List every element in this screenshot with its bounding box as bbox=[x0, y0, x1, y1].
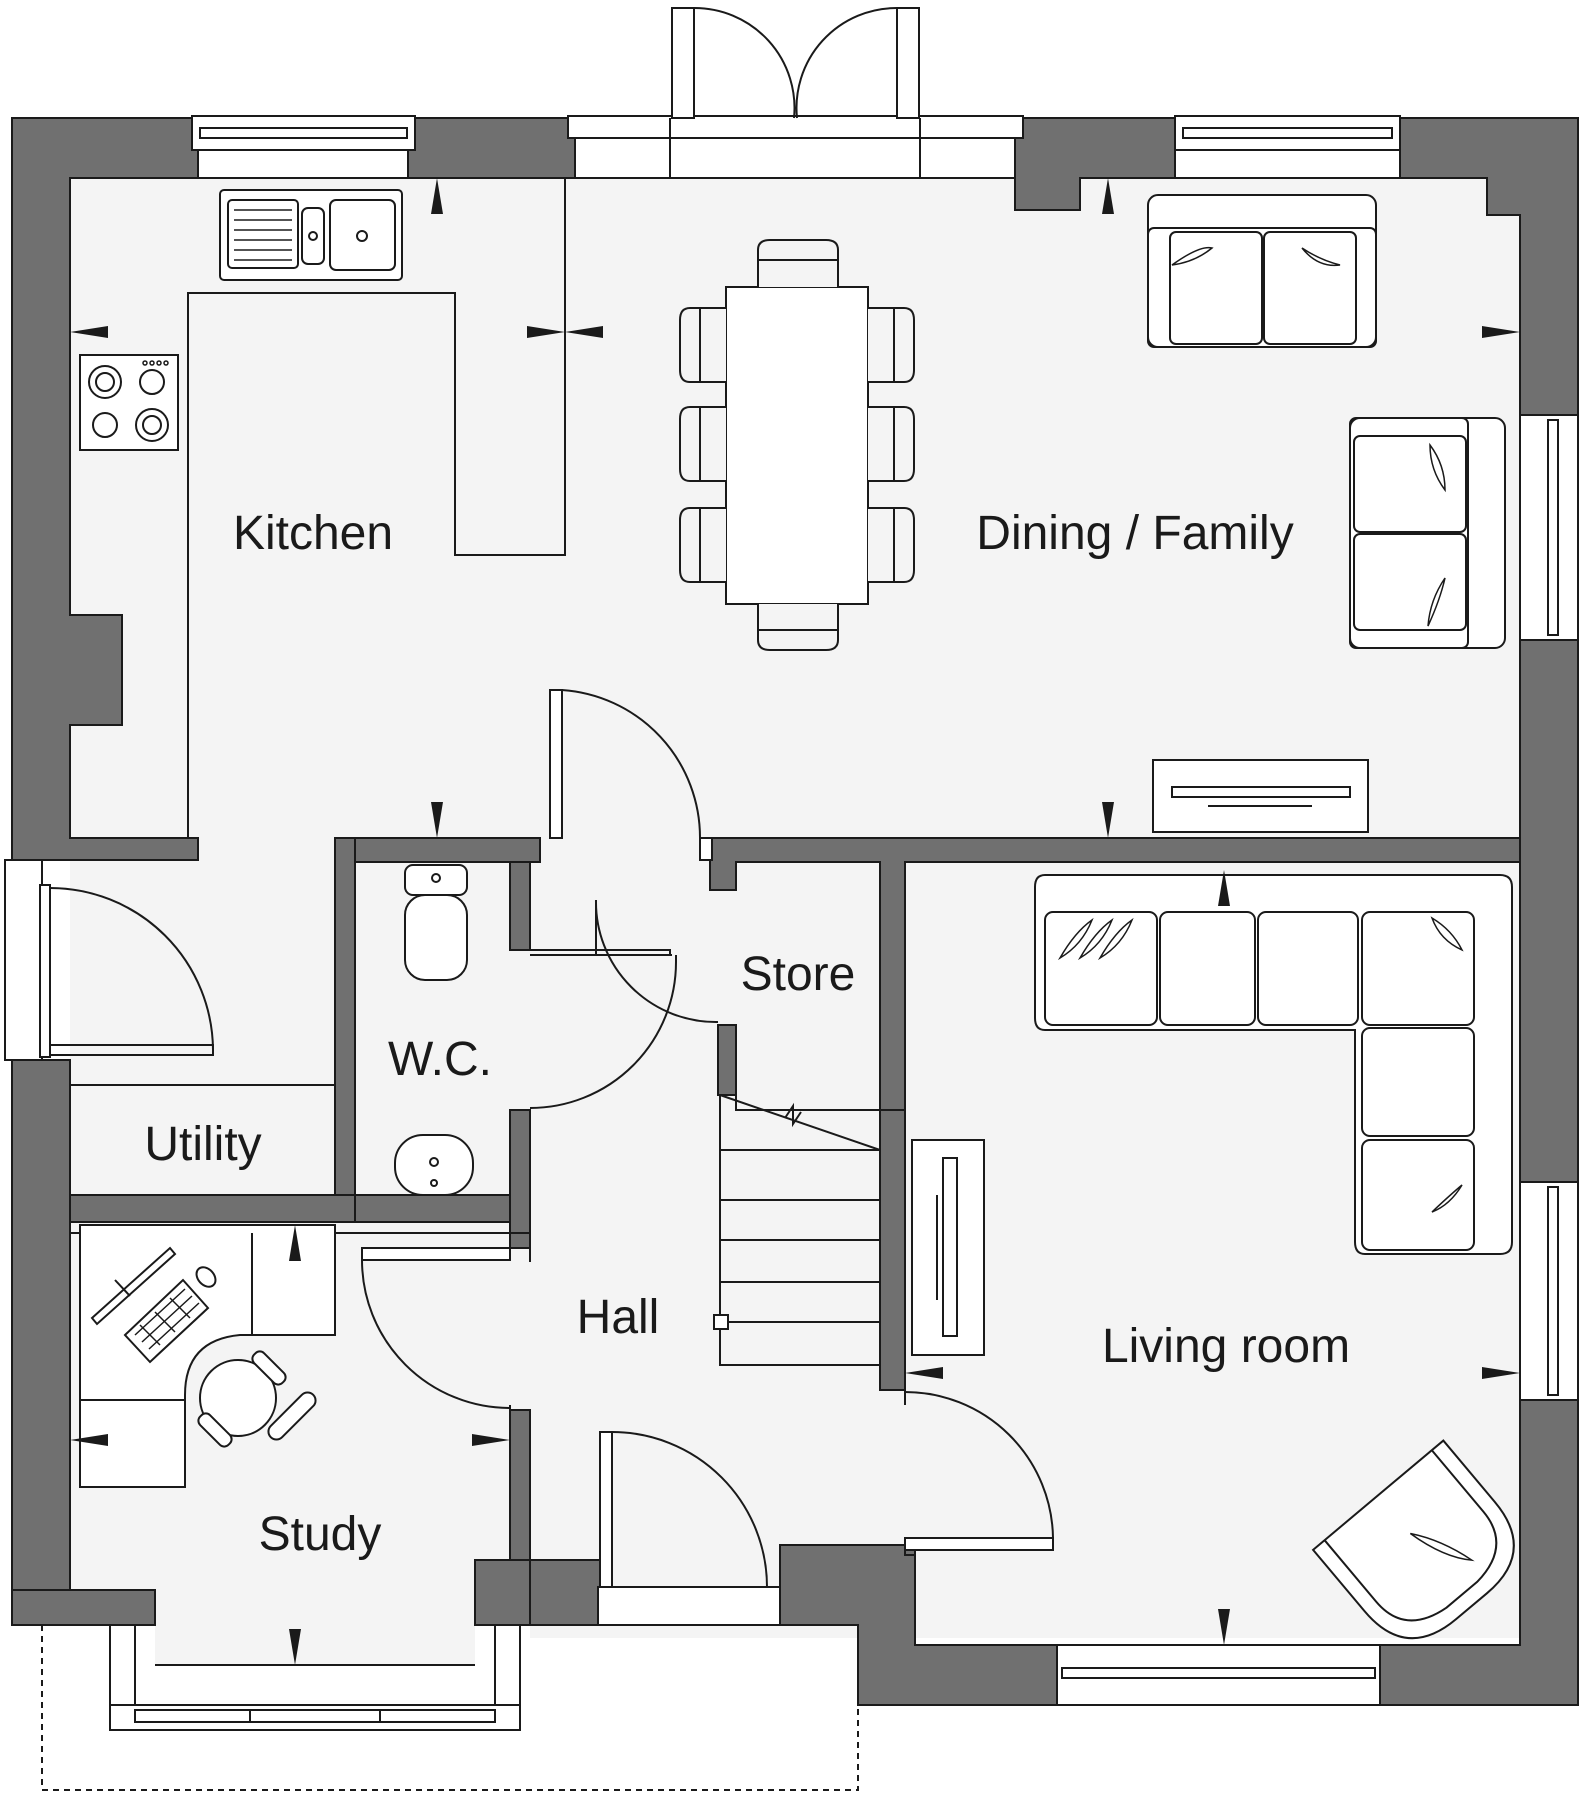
arrow-dining-bottom bbox=[1102, 802, 1114, 838]
desk-icon bbox=[79, 1224, 336, 1488]
label-wc: W.C. bbox=[388, 1033, 492, 1086]
arrow-living-bottom bbox=[1218, 1609, 1230, 1645]
arrow-kitchen-right bbox=[527, 326, 565, 338]
office-chair-icon bbox=[197, 1350, 317, 1448]
arrow-study-bottom bbox=[289, 1629, 301, 1665]
basin-icon bbox=[394, 1134, 474, 1196]
armchair-icon bbox=[1311, 1439, 1515, 1640]
label-living-room: Living room bbox=[1102, 1320, 1350, 1373]
sofa-side-icon bbox=[1349, 417, 1506, 649]
dimension-arrows bbox=[70, 178, 1520, 1665]
arrow-kitchen-left bbox=[70, 326, 108, 338]
wall-wc-bottom bbox=[69, 1194, 531, 1223]
fireplace-icon bbox=[911, 1139, 985, 1356]
label-utility: Utility bbox=[144, 1118, 261, 1171]
wall-wc-top bbox=[334, 837, 541, 863]
label-hall: Hall bbox=[577, 1291, 660, 1344]
side-door-frame bbox=[4, 859, 43, 1061]
room-labels: Kitchen Dining / Family Store W.C. Utili… bbox=[144, 507, 1350, 1561]
wall-hall-study bbox=[509, 1409, 531, 1561]
label-store: Store bbox=[741, 948, 856, 1001]
arrow-living-top bbox=[1218, 870, 1230, 906]
dining-table-icon bbox=[679, 239, 915, 651]
hob-icon bbox=[79, 354, 179, 451]
arrow-living-left bbox=[905, 1367, 943, 1379]
french-doors bbox=[567, 115, 1024, 139]
label-dining-family: Dining / Family bbox=[976, 507, 1293, 560]
door-living bbox=[904, 1537, 1054, 1551]
wall-stair-right bbox=[879, 1109, 906, 1391]
arrow-dining-right bbox=[1482, 326, 1520, 338]
arrow-study-left bbox=[70, 1434, 108, 1446]
arrow-kitchen-top bbox=[431, 178, 443, 214]
arrow-study-right bbox=[472, 1434, 510, 1446]
wall-front-left bbox=[529, 1559, 601, 1626]
wall-wc-right-upper bbox=[509, 861, 531, 951]
label-study: Study bbox=[259, 1508, 382, 1561]
arrow-kitchen-bottom bbox=[431, 802, 443, 838]
sofa-dining-icon bbox=[1147, 194, 1377, 348]
computer-icon bbox=[90, 1246, 217, 1364]
door-store bbox=[594, 899, 719, 1024]
wall-wc-left bbox=[334, 837, 356, 1201]
wall-wc-right-lower bbox=[509, 1109, 531, 1249]
furniture bbox=[79, 189, 1515, 1640]
wall-right-middle bbox=[1519, 639, 1579, 1183]
sink-icon bbox=[219, 189, 403, 281]
stairs-icon bbox=[713, 1094, 881, 1366]
arrow-living-right bbox=[1482, 1367, 1520, 1379]
corner-sofa-icon bbox=[1034, 874, 1513, 1255]
door-hall-dining bbox=[549, 689, 563, 839]
doors bbox=[49, 689, 1054, 1626]
tv-unit-icon bbox=[1152, 759, 1369, 833]
arrow-dining-top bbox=[1102, 178, 1114, 214]
wall-store-left bbox=[717, 1024, 737, 1096]
door-front bbox=[599, 1431, 613, 1588]
arrow-study-top bbox=[289, 1225, 301, 1261]
door-wc bbox=[529, 961, 677, 1109]
toilet-icon bbox=[404, 864, 468, 981]
wall-bay-left bbox=[11, 1589, 156, 1626]
windows bbox=[4, 6, 1579, 1791]
arrow-dining-left bbox=[565, 326, 603, 338]
door-study bbox=[361, 1247, 511, 1261]
label-kitchen: Kitchen bbox=[233, 507, 393, 560]
